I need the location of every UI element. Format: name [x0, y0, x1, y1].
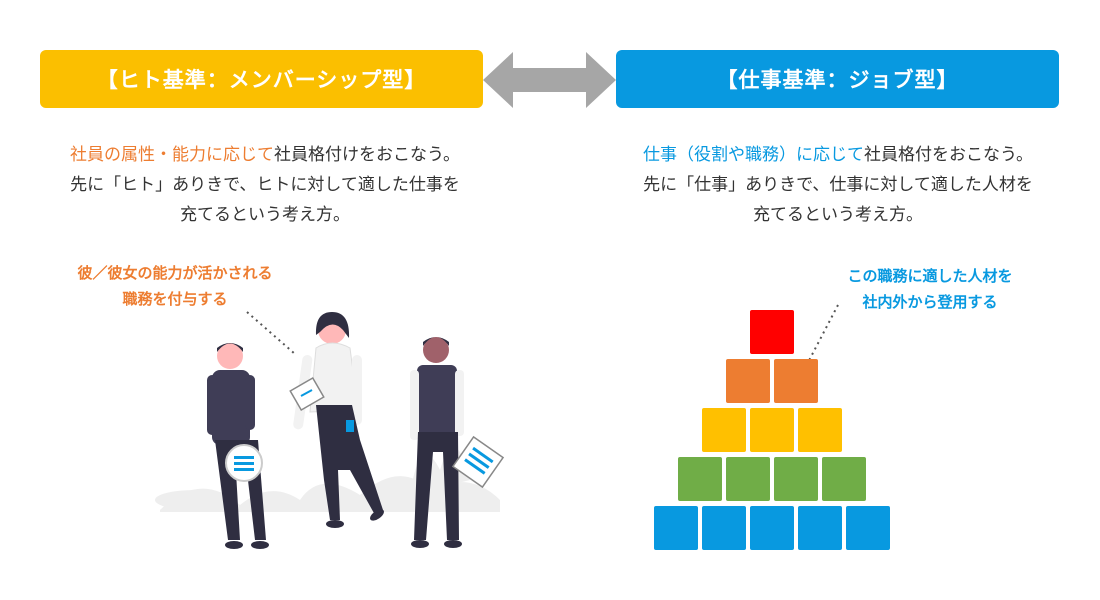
pyramid-block-green: [726, 457, 770, 501]
pyramid-block-yellow: [702, 408, 746, 452]
desc-accent: 仕事（役割や職務）に応じて: [643, 145, 864, 165]
desc-accent: 社員の属性・能力に応じて: [70, 145, 274, 165]
membership-type-header: 【ヒト基準：メンバーシップ型】: [40, 50, 483, 108]
pyramid-block-green: [822, 457, 866, 501]
pyramid-block-yellow: [750, 408, 794, 452]
desc-rest: 社員格付をおこなう。: [864, 145, 1033, 165]
callout-line-1: この職務に適した人材を: [847, 267, 1013, 285]
person-man-right: [410, 337, 505, 548]
callout-line-2: 職務を付与する: [122, 290, 228, 308]
membership-callout: 彼／彼女の能力が活かされる 職務を付与する: [40, 260, 310, 312]
pyramid-block-blue: [654, 506, 698, 550]
pyramid-block-green: [678, 457, 722, 501]
person-woman: [289, 312, 384, 528]
pyramid-block-blue: [750, 506, 794, 550]
desc-line-3: 充てるという考え方。: [753, 205, 923, 225]
callout-leader-left: [246, 311, 296, 355]
desc-line-2: 先に「ヒト」ありきで、ヒトに対して適した仕事を: [70, 175, 460, 195]
job-type-header: 【仕事基準：ジョブ型】: [616, 50, 1059, 108]
membership-type-description: 社員の属性・能力に応じて社員格付けをおこなう。 先に「ヒト」ありきで、ヒトに対し…: [15, 140, 515, 230]
callout-leader-right: [802, 304, 839, 373]
pyramid-block-blue: [846, 506, 890, 550]
callout-line-2: 社内外から登用する: [862, 293, 998, 311]
pyramid-block-orange: [726, 359, 770, 403]
callout-line-1: 彼／彼女の能力が活かされる: [77, 264, 273, 282]
desc-line-2: 先に「仕事」ありきで、仕事に対して適した人材を: [643, 175, 1033, 195]
pyramid-block-green: [774, 457, 818, 501]
pyramid-block-yellow: [798, 408, 842, 452]
job-callout: この職務に適した人材を 社内外から登用する: [800, 263, 1060, 315]
pyramid-block-orange: [774, 359, 818, 403]
double-arrow-icon: [483, 52, 616, 108]
person-man-left: [207, 343, 269, 549]
job-type-description: 仕事（役割や職務）に応じて社員格付をおこなう。 先に「仕事」ありきで、仕事に対し…: [588, 140, 1088, 230]
desc-line-1: 社員の属性・能力に応じて社員格付けをおこなう。: [15, 140, 515, 170]
desc-line-3: 充てるという考え方。: [180, 205, 350, 225]
pyramid-block-red: [750, 310, 794, 354]
job-type-title: 【仕事基準：ジョブ型】: [716, 68, 959, 92]
desc-rest: 社員格付けをおこなう。: [274, 145, 460, 165]
desc-line-1: 仕事（役割や職務）に応じて社員格付をおこなう。: [588, 140, 1088, 170]
membership-type-title: 【ヒト基準：メンバーシップ型】: [96, 68, 427, 92]
pyramid-block-blue: [798, 506, 842, 550]
pyramid-block-blue: [702, 506, 746, 550]
